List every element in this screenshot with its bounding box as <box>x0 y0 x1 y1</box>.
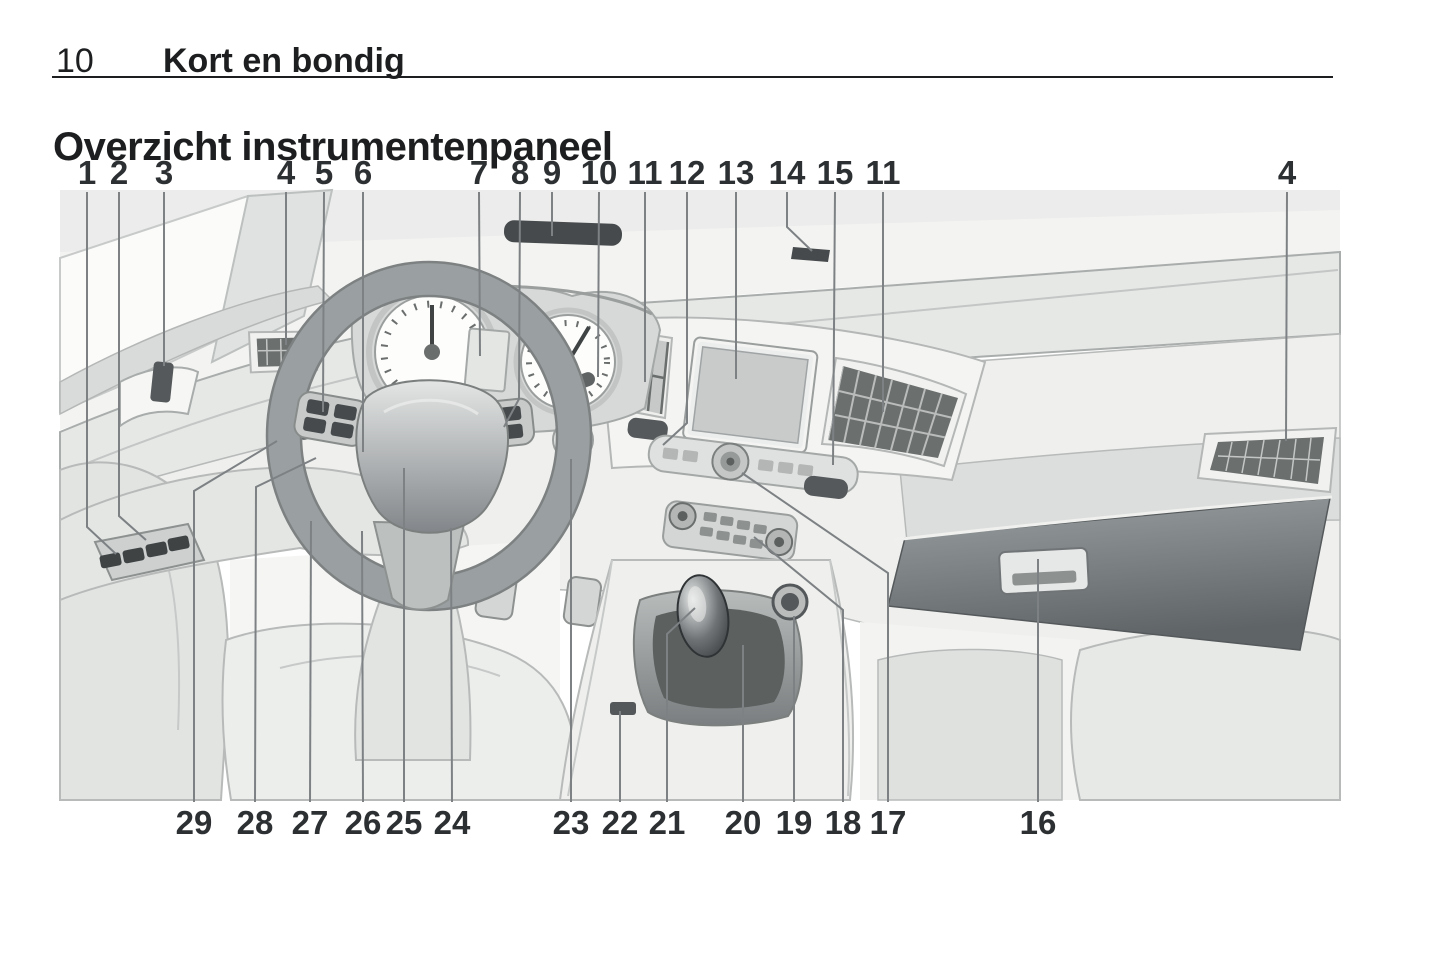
leader-line-top-4 <box>1285 191 1288 442</box>
cluster-display <box>463 327 511 393</box>
callout-bottom-28: 28 <box>236 804 274 841</box>
windshield <box>60 190 1340 430</box>
steering-column <box>354 599 472 761</box>
engine-start-button <box>771 583 809 621</box>
callout-top-6: 6 <box>353 154 373 191</box>
glove-box <box>887 495 1333 651</box>
center-armrest <box>877 648 1063 801</box>
callout-bottom-20: 20 <box>724 804 762 841</box>
leader-line-top-7 <box>478 191 481 357</box>
leader-line-bottom-24 <box>450 527 453 803</box>
leader-line-bottom-28 <box>254 457 317 803</box>
leader-line-top-14 <box>786 192 813 252</box>
gear-selector-lever <box>676 574 730 658</box>
leader-line-bottom-29 <box>193 440 278 802</box>
leader-line-top-15 <box>832 191 836 466</box>
airbag-pad <box>355 379 510 534</box>
callout-bottom-29: 29 <box>175 804 213 841</box>
accelerator-pedal <box>562 576 603 628</box>
console-side-button <box>610 702 636 715</box>
callout-top-3: 3 <box>154 154 174 191</box>
control-knob <box>711 442 750 481</box>
callout-top-8: 8 <box>510 154 530 191</box>
side-air-vent-right <box>1196 426 1338 494</box>
leader-line-bottom-17 <box>741 472 889 802</box>
leader-line-top-8 <box>503 191 521 428</box>
center-console <box>558 559 855 801</box>
callout-top-11: 11 <box>627 154 663 191</box>
callout-bottom-23: 23 <box>552 804 590 841</box>
door-lock-switch <box>150 361 174 403</box>
callout-top-9: 9 <box>542 154 562 191</box>
glove-box-handle <box>998 547 1090 595</box>
callout-top-7: 7 <box>469 154 489 191</box>
callout-bottom-27: 27 <box>291 804 329 841</box>
leader-line-bottom-27 <box>309 520 312 803</box>
callout-top-13: 13 <box>717 154 755 191</box>
callout-top-12: 12 <box>668 154 706 191</box>
section-title: Overzicht instrumentenpaneel <box>53 124 613 169</box>
callout-bottom-26: 26 <box>344 804 382 841</box>
audio-control-strip <box>627 417 859 499</box>
page-number: 10 <box>56 42 94 80</box>
callout-bottom-21: 21 <box>648 804 686 841</box>
infotainment-screen <box>682 336 819 454</box>
door-panel <box>59 361 470 602</box>
callout-bottom-16: 16 <box>1019 804 1057 841</box>
leader-lines <box>86 191 1288 803</box>
callout-bottom-17: 17 <box>869 804 907 841</box>
chapter-title: Kort en bondig <box>163 42 405 80</box>
callout-top-14: 14 <box>768 154 806 191</box>
dash-top-speaker-grille <box>503 220 623 246</box>
callout-top-4: 4 <box>276 154 296 191</box>
hazard-button <box>627 417 668 441</box>
header-rule <box>52 76 1333 78</box>
leader-line-bottom-26 <box>361 530 364 803</box>
light-sensor <box>791 247 830 262</box>
window-switches <box>99 535 190 569</box>
leader-line-top-1 <box>86 192 117 555</box>
steering-wheel <box>265 260 593 612</box>
leader-line-bottom-18 <box>753 536 844 802</box>
callout-top-2: 2 <box>109 154 129 191</box>
callout-top-15: 15 <box>816 154 854 191</box>
callout-bottom-25: 25 <box>385 804 423 841</box>
callout-bottom-19: 19 <box>775 804 813 841</box>
leader-line-top-12 <box>662 192 688 446</box>
callout-top-4: 4 <box>1277 154 1297 191</box>
callout-top-10: 10 <box>580 154 618 191</box>
steering-wheel-lower-spoke <box>372 520 466 611</box>
leader-line-bottom-21 <box>666 607 696 802</box>
leader-line-top-10 <box>597 191 600 378</box>
strip-end-button <box>803 475 848 499</box>
callout-top-11: 11 <box>865 154 901 191</box>
leader-line-top-2 <box>118 192 147 541</box>
callout-top-1: 1 <box>77 154 97 191</box>
callout-bottom-22: 22 <box>601 804 639 841</box>
callout-bottom-18: 18 <box>824 804 862 841</box>
callout-bottom-24: 24 <box>433 804 471 841</box>
center-vent-right <box>820 356 968 468</box>
leader-line-top-5 <box>322 191 325 413</box>
callout-top-5: 5 <box>314 154 334 191</box>
passenger-seat <box>1070 626 1341 801</box>
